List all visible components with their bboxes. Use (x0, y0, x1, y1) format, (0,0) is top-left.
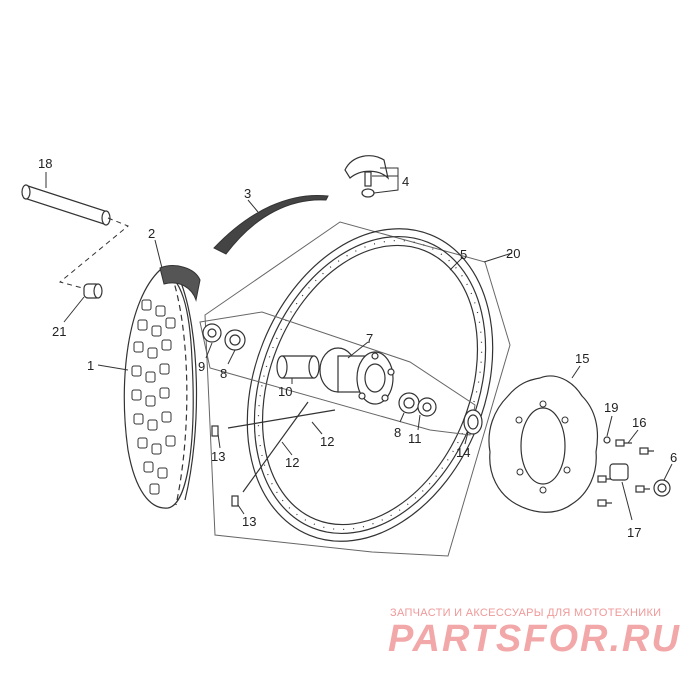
disc-bolts (597, 439, 654, 507)
callout-4: 4 (402, 174, 409, 189)
callout-8a: 8 (220, 366, 227, 381)
callout-13b: 13 (242, 514, 256, 529)
axle-dash-line (58, 217, 129, 291)
callout-11: 11 (408, 431, 422, 446)
tube-valve (344, 155, 390, 198)
callout-20: 20 (506, 246, 520, 261)
callout-2: 2 (148, 226, 155, 241)
callout-14: 14 (456, 445, 470, 460)
disc-spacer (609, 463, 629, 481)
callout-21: 21 (52, 324, 66, 339)
disc-washer (603, 436, 611, 444)
watermark-tagline: ЗАПЧАСТИ И АКСЕССУАРЫ ДЛЯ МОТОТЕХНИКИ (390, 607, 662, 619)
callout-7: 7 (366, 331, 373, 346)
tube-band (159, 265, 201, 302)
callout-10: 10 (278, 384, 292, 399)
tyre (123, 269, 198, 509)
seal-left (202, 323, 222, 343)
callout-5: 5 (460, 247, 467, 262)
callout-15: 15 (575, 351, 589, 366)
callout-19: 19 (604, 400, 618, 415)
axle (21, 184, 111, 226)
callout-16: 16 (632, 415, 646, 430)
callout-12a: 12 (320, 434, 334, 449)
wheel-hub (319, 347, 395, 405)
spoke-nipples (211, 425, 239, 507)
callout-18: 18 (38, 156, 52, 171)
outer-spacer (463, 409, 483, 435)
axle-nut (653, 479, 671, 497)
wheel-assembly-outline (204, 221, 511, 557)
watermark-brand: PARTSFOR.RU (388, 618, 681, 660)
callout-8b: 8 (394, 425, 401, 440)
callout-6: 6 (670, 450, 677, 465)
callout-17: 17 (627, 525, 641, 540)
bearing-left (224, 329, 246, 351)
seal-right (417, 397, 437, 417)
inner-spacer (276, 355, 320, 379)
brake-disc (488, 375, 599, 513)
spacer (83, 283, 103, 299)
callout-3: 3 (244, 186, 251, 201)
callout-1: 1 (87, 358, 94, 373)
callout-13a: 13 (211, 449, 225, 464)
callout-12b: 12 (285, 455, 299, 470)
bearing-right (398, 392, 420, 414)
leader-lines (45, 167, 673, 521)
spokes (227, 401, 336, 493)
callout-9: 9 (198, 359, 205, 374)
rim-band (213, 194, 329, 255)
